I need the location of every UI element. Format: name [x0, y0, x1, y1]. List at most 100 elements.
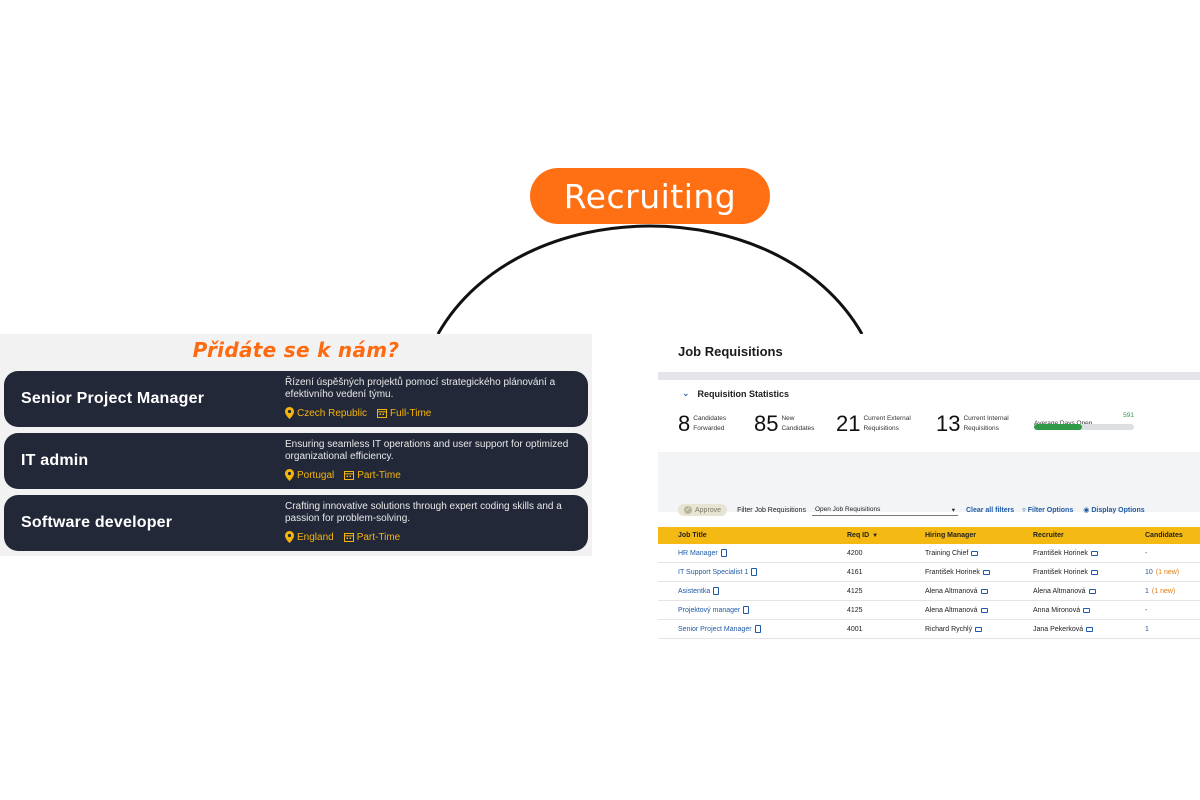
document-icon[interactable]	[743, 606, 750, 614]
recruiter-cell: Alena Altmanová	[1033, 582, 1096, 600]
contact-card-icon[interactable]	[982, 569, 990, 575]
job-location-label: Portugal	[297, 469, 335, 481]
check-icon: ✓	[684, 506, 692, 514]
filter-select[interactable]: Open Job Requisitions ▾	[811, 504, 958, 516]
candidates-cell[interactable]: 1(1 new)	[1145, 582, 1175, 600]
stats-footer-band	[658, 452, 1200, 512]
req-id-cell: 4001	[847, 625, 863, 633]
job-title-link[interactable]: Projektový manager	[678, 606, 741, 614]
candidates-cell[interactable]: -	[1145, 544, 1150, 562]
stats-section-title: Requisition Statistics	[697, 388, 790, 399]
hiring-manager-name: Training Chief	[925, 549, 969, 557]
dropdown-arrow-icon: ▾	[951, 506, 955, 514]
job-title-link[interactable]: IT Support Specialist 1	[678, 568, 749, 576]
divider	[658, 372, 1200, 380]
table-row[interactable]: Asistentka 4125 Alena Altmanová Alena Altma…	[658, 582, 1200, 601]
job-title-cell[interactable]: HR Manager	[678, 544, 727, 562]
contact-card-icon[interactable]	[980, 607, 988, 613]
job-card[interactable]: Senior Project Manager Řízení úspěšných …	[4, 371, 588, 427]
calendar-icon	[377, 408, 388, 418]
approve-button[interactable]: ✓ Approve	[678, 504, 728, 516]
candidates-cell[interactable]: 1	[1145, 620, 1152, 638]
job-location: Portugal	[285, 469, 334, 481]
job-location: England	[285, 531, 334, 543]
job-title-cell[interactable]: IT Support Specialist 1	[678, 563, 758, 581]
document-icon[interactable]	[713, 587, 720, 595]
job-title[interactable]: IT admin	[21, 452, 89, 469]
job-card[interactable]: IT admin Ensuring seamless IT operations…	[4, 433, 588, 489]
filter-options-button[interactable]: ▿ Filter Options	[1022, 506, 1073, 515]
job-type: Part-Time	[343, 532, 400, 543]
job-title[interactable]: Senior Project Manager	[21, 390, 205, 407]
candidates-count[interactable]: 1	[1145, 587, 1149, 595]
job-title-link[interactable]: HR Manager	[678, 549, 718, 557]
job-title-link[interactable]: Asistentka	[678, 587, 711, 595]
hiring-manager-cell: František Horinek	[925, 563, 990, 581]
contact-card-icon[interactable]	[1090, 569, 1098, 575]
avg-days-bar-fill	[1034, 424, 1082, 430]
column-header-recruiter[interactable]: Recruiter	[1033, 532, 1064, 539]
clear-filters-link[interactable]: Clear all filters	[965, 506, 1015, 514]
contact-card-icon[interactable]	[975, 626, 983, 632]
job-title-cell[interactable]: Asistentka	[678, 582, 720, 600]
document-icon[interactable]	[720, 549, 727, 557]
job-title[interactable]: Software developer	[21, 514, 173, 531]
job-meta: Czech Republic Full-Time	[285, 407, 431, 419]
contact-card-icon[interactable]	[971, 550, 979, 556]
document-icon[interactable]	[751, 568, 758, 576]
page-title: Job Requisitions	[678, 344, 783, 359]
candidates-cell[interactable]: 10(1 new)	[1145, 563, 1179, 581]
job-title-link[interactable]: Senior Project Manager	[678, 625, 752, 633]
display-options-button[interactable]: ◉ Display Options	[1083, 506, 1144, 515]
candidates-count[interactable]: 1	[1145, 625, 1149, 633]
column-header-job-title[interactable]: Job Title	[678, 532, 707, 539]
job-card[interactable]: Software developer Crafting innovative s…	[4, 495, 588, 551]
hiring-manager-cell: Alena Altmanová	[925, 601, 988, 619]
hiring-manager-name: František Horinek	[925, 568, 980, 576]
column-header-candidates[interactable]: Candidates	[1145, 532, 1183, 539]
hiring-manager-cell: Alena Altmanová	[925, 582, 988, 600]
stat-value: 85	[754, 411, 779, 436]
candidates-count[interactable]: -	[1145, 549, 1148, 557]
candidates-count[interactable]: 10	[1145, 568, 1153, 576]
job-title-cell[interactable]: Senior Project Manager	[678, 620, 761, 638]
job-description: Ensuring seamless IT operations and user…	[285, 439, 569, 462]
stats-section-toggle[interactable]: ⌄ Requisition Statistics	[682, 388, 789, 399]
chevron-down-icon: ⌄	[682, 388, 690, 398]
req-id-cell: 4125	[847, 587, 863, 595]
column-header-hiring-manager[interactable]: Hiring Manager	[925, 532, 976, 539]
eye-icon: ◉	[1083, 507, 1090, 514]
job-location-label: England	[297, 531, 334, 543]
contact-card-icon[interactable]	[1086, 626, 1094, 632]
column-header-req-id[interactable]: Req ID▼	[847, 532, 879, 539]
stat-value: 13	[936, 411, 961, 436]
contact-card-icon[interactable]	[1083, 607, 1091, 613]
average-days-open: Average Days Open 591	[1034, 412, 1134, 430]
candidates-count[interactable]: -	[1145, 606, 1148, 614]
job-type-label: Part-Time	[357, 469, 401, 481]
location-pin-icon	[285, 469, 294, 481]
job-type: Part-Time	[344, 470, 401, 481]
document-icon[interactable]	[754, 625, 761, 633]
contact-card-icon[interactable]	[980, 588, 988, 594]
stat-value: 21	[836, 411, 861, 436]
job-title-cell[interactable]: Projektový manager	[678, 601, 750, 619]
calendar-icon	[344, 470, 355, 480]
contact-card-icon[interactable]	[1090, 550, 1098, 556]
requisitions-table: Job Title Req ID▼ Hiring Manager Recruit…	[658, 527, 1200, 639]
contact-card-icon[interactable]	[1088, 588, 1096, 594]
avg-days-label: Average Days Open	[1034, 420, 1092, 427]
avg-days-value: 591	[1123, 412, 1134, 419]
candidates-cell[interactable]: -	[1145, 601, 1150, 619]
